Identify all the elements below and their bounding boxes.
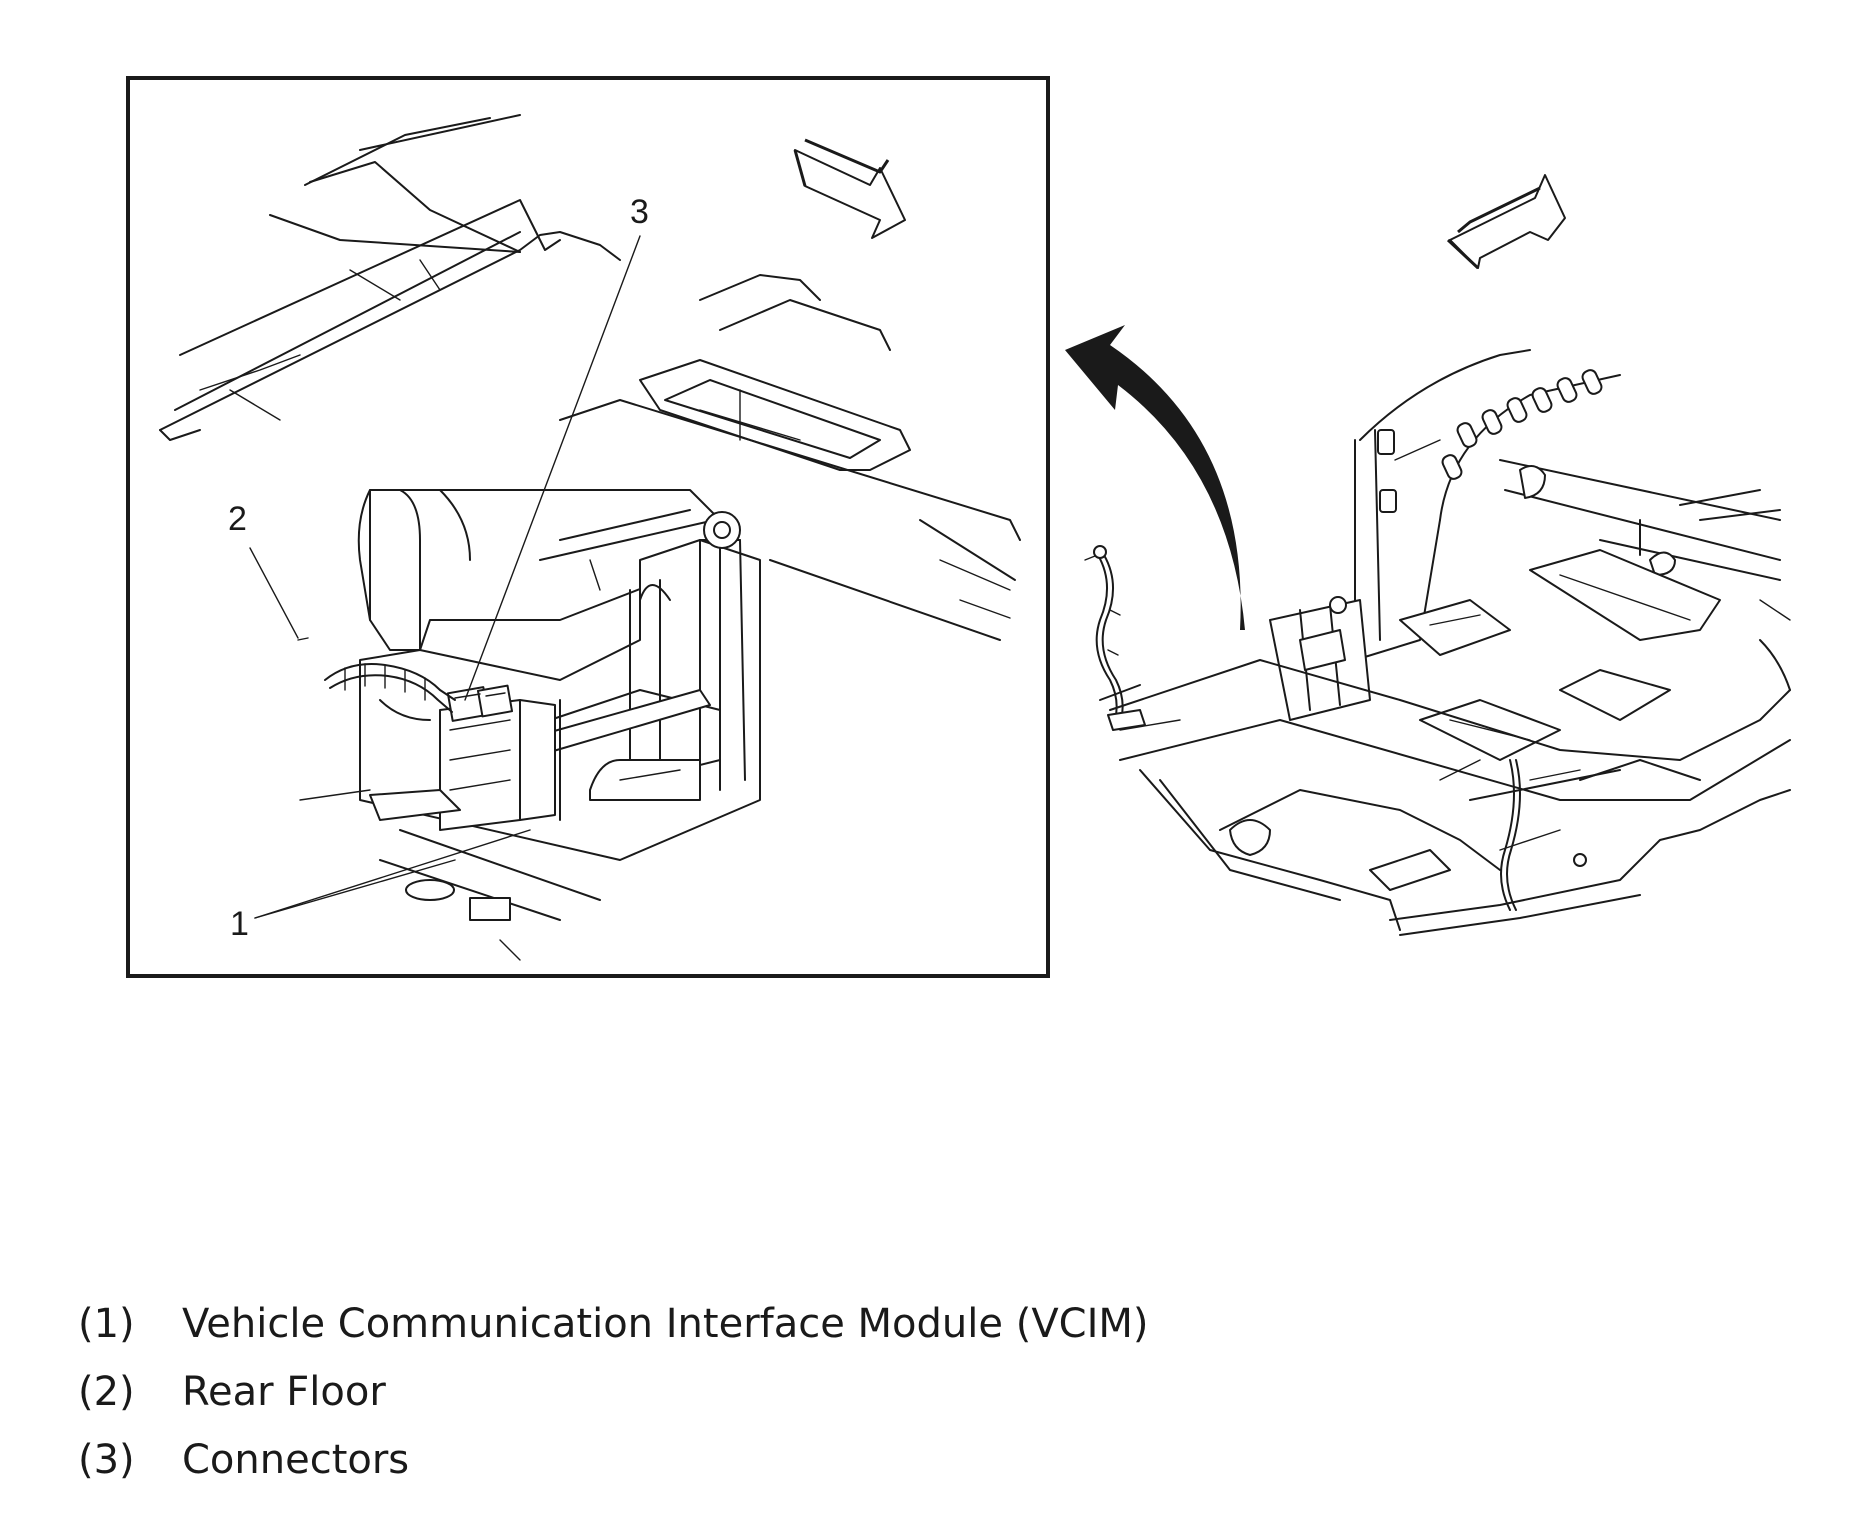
overview-right-harness: [1500, 639, 1791, 911]
overview-bracket: [1269, 596, 1371, 721]
vent-slots: [1441, 369, 1603, 480]
connectors: [446, 684, 514, 722]
legend: (1) Vehicle Communication Interface Modu…: [78, 1290, 1478, 1494]
legend-item-2: (2) Rear Floor: [78, 1358, 1478, 1426]
legend-number: (3): [78, 1437, 135, 1483]
wiring-harness: [324, 663, 456, 721]
overview-harness: [1084, 545, 1146, 731]
leader-2-tick: [297, 637, 309, 641]
legend-number: (2): [78, 1369, 135, 1415]
module-cover: [357, 489, 716, 651]
detail-inset: 3 2 1: [126, 76, 1050, 978]
lower-floor-details: [299, 789, 601, 961]
inset-direction-arrow-icon: [793, 138, 906, 239]
vehicle-floor-overview: [1084, 174, 1791, 936]
leader-3: [464, 235, 641, 701]
legend-label: Connectors: [182, 1437, 410, 1483]
floor-panels: [1399, 549, 1721, 761]
callout-2: 2: [228, 500, 247, 538]
leader-2: [249, 547, 299, 639]
callout-1: 1: [230, 905, 249, 943]
legend-number: (1): [78, 1301, 135, 1347]
floor-outline: [1099, 659, 1791, 936]
cross-members: [1499, 459, 1791, 621]
overview-direction-arrow-icon: [1446, 174, 1566, 270]
curved-pointer-arrow-icon: [1065, 325, 1245, 630]
legend-item-1: (1) Vehicle Communication Interface Modu…: [78, 1290, 1478, 1358]
rear-floor-panel: [559, 274, 1021, 641]
upper-trim-lines: [159, 114, 621, 441]
leader-1a: [254, 859, 456, 919]
vcim-module: [439, 699, 556, 831]
legend-item-3: (3) Connectors: [78, 1426, 1478, 1494]
leader-1b: [254, 829, 531, 919]
callout-3: 3: [630, 193, 649, 231]
callout-leaders: [249, 235, 641, 919]
legend-label: Vehicle Communication Interface Module (…: [182, 1301, 1149, 1347]
legend-label: Rear Floor: [182, 1369, 386, 1415]
